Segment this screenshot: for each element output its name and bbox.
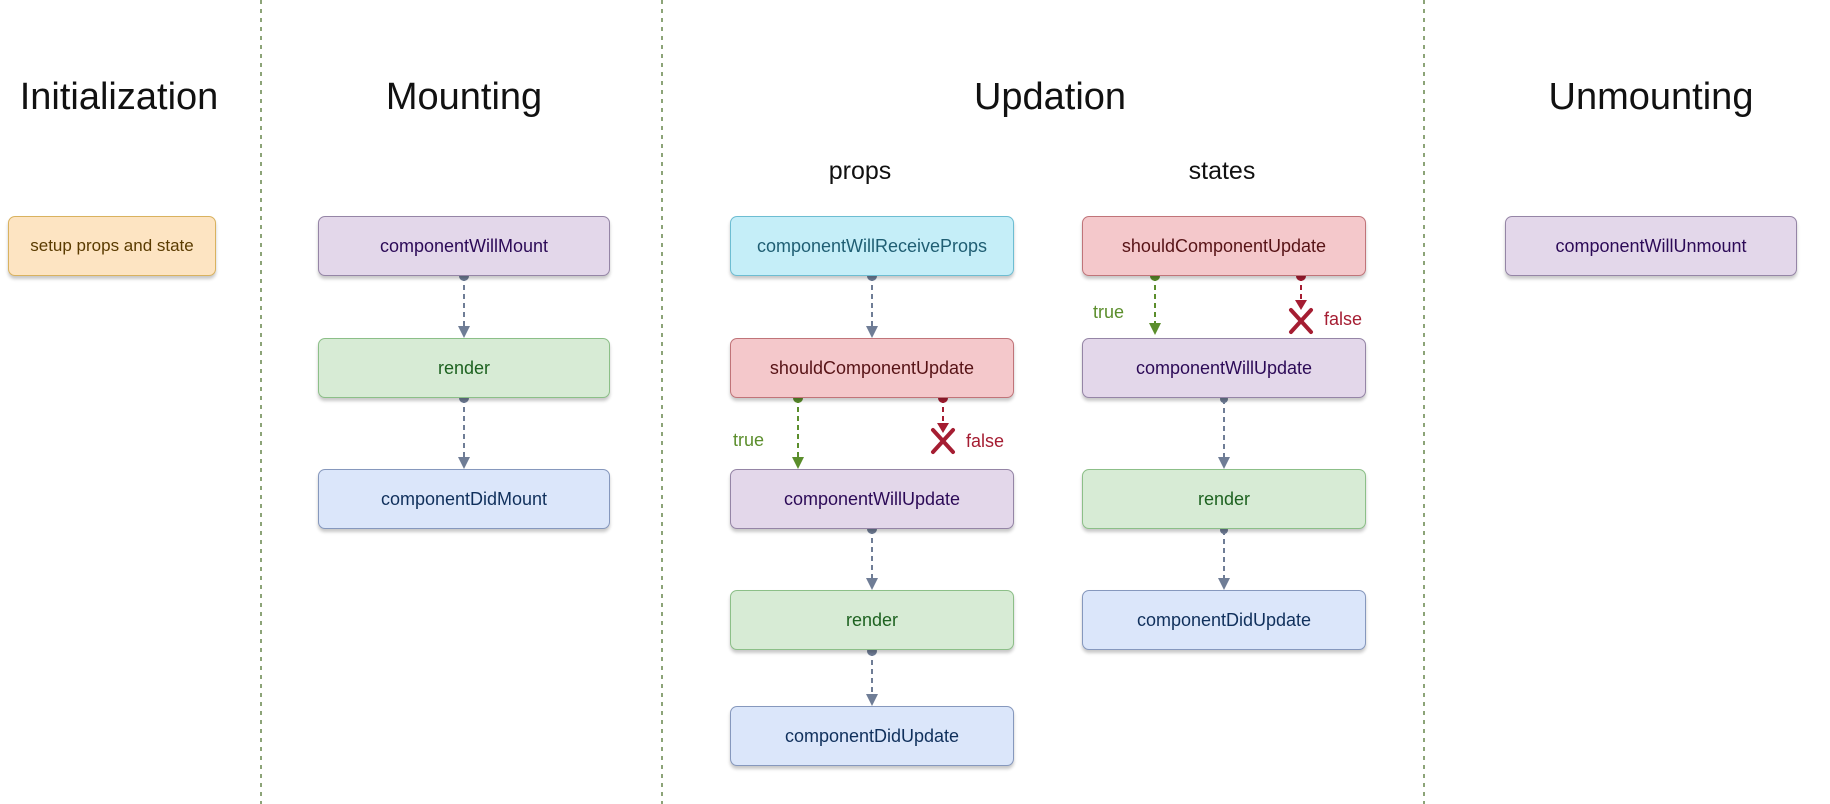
phase-title-updation: Updation: [973, 76, 1127, 118]
phase-title-initialization: Initialization: [19, 76, 219, 118]
node-props-componentwillreceiveprops: componentWillReceiveProps: [730, 216, 1014, 276]
edge-states-should-true: [1149, 271, 1161, 335]
phase-title-mounting: Mounting: [385, 76, 543, 118]
node-props-render: render: [730, 590, 1014, 650]
props-false-cross-icon: [931, 428, 955, 454]
label-states-true: true: [1093, 302, 1125, 322]
node-mount-componentdidmount: componentDidMount: [318, 469, 610, 529]
node-unmount-componentwillunmount: componentWillUnmount: [1505, 216, 1797, 276]
subphase-title-states: states: [1188, 157, 1256, 185]
node-mount-render: render: [318, 338, 610, 398]
edge-props-willupdate-to-render: [866, 524, 878, 590]
node-states-componentdidupdate: componentDidUpdate: [1082, 590, 1366, 650]
edge-props-should-true: [792, 393, 804, 469]
edge-states-willupdate-to-render: [1218, 395, 1230, 469]
phase-title-unmounting: Unmounting: [1548, 76, 1754, 118]
node-mount-componentwillmount: componentWillMount: [318, 216, 610, 276]
edge-states-render-to-didupdate: [1218, 526, 1230, 590]
subphase-title-props: props: [828, 157, 892, 185]
node-setup-props-and-state: setup props and state: [8, 216, 216, 276]
edge-mount-render-to-didmount: [458, 393, 470, 469]
states-false-cross-icon: [1289, 308, 1313, 334]
edge-props-should-false: [937, 393, 949, 433]
label-props-true: true: [733, 430, 765, 450]
node-states-shouldcomponentupdate: shouldComponentUpdate: [1082, 216, 1366, 276]
edge-props-receive-to-should: [866, 271, 878, 338]
node-props-componentwillupdate: componentWillUpdate: [730, 469, 1014, 529]
edge-states-should-false: [1295, 271, 1307, 310]
label-props-false: false: [966, 431, 1005, 451]
edge-mount-willmount-to-render: [458, 271, 470, 338]
edge-props-render-to-didupdate: [866, 646, 878, 706]
node-states-componentwillupdate: componentWillUpdate: [1082, 338, 1366, 398]
node-props-shouldcomponentupdate: shouldComponentUpdate: [730, 338, 1014, 398]
node-states-render: render: [1082, 469, 1366, 529]
node-props-componentdidupdate: componentDidUpdate: [730, 706, 1014, 766]
label-states-false: false: [1324, 309, 1363, 329]
